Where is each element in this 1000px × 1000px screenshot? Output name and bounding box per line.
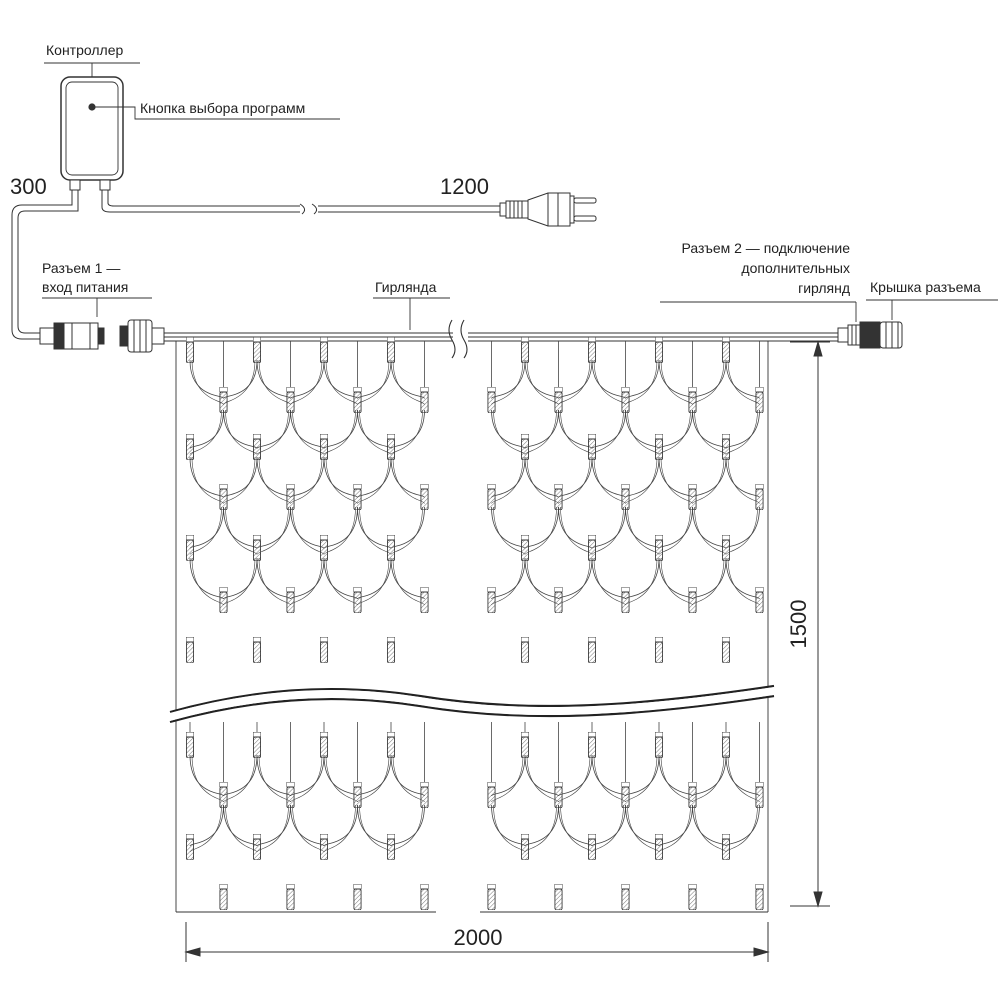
program-button-icon	[88, 103, 96, 111]
led-bulb-icon	[655, 732, 663, 758]
led-net-top	[186, 337, 764, 663]
led-bulb-icon	[521, 732, 529, 758]
led-bulb-icon	[219, 587, 228, 613]
power-cable	[101, 190, 500, 215]
led-bulb-icon	[387, 337, 395, 363]
connector2-label-line1: Разъем 2 — подключение	[681, 240, 850, 256]
led-bulb-icon	[253, 637, 261, 663]
led-bulb-icon	[621, 387, 630, 413]
led-bulb-icon	[420, 387, 429, 413]
led-bulb-icon	[655, 337, 663, 363]
led-bulb-icon	[521, 337, 529, 363]
led-bulb-icon	[186, 834, 194, 860]
led-bulb-icon	[487, 782, 496, 808]
led-bulb-icon	[186, 337, 194, 363]
led-bulb-icon	[487, 884, 496, 910]
led-bulb-icon	[286, 387, 295, 413]
led-net-bottom	[186, 722, 764, 910]
break-gap-fill	[170, 687, 774, 721]
led-bulb-icon	[722, 337, 730, 363]
leader-lines	[42, 62, 998, 330]
led-bulb-icon	[420, 884, 429, 910]
dimension-lines	[184, 340, 830, 962]
controller-label: Контроллер	[46, 42, 123, 58]
lead-cable	[11, 190, 79, 340]
led-bulb-icon	[588, 732, 596, 758]
height-dimension: 1500	[786, 600, 811, 649]
connector-cap-icon	[837, 321, 903, 349]
led-bulb-icon	[286, 782, 295, 808]
led-bulb-icon	[554, 782, 563, 808]
connector1-label-line2: вход питания	[42, 279, 128, 295]
connector2-label-line2: дополнительных	[741, 260, 850, 276]
led-bulb-icon	[688, 587, 697, 613]
led-bulb-icon	[621, 884, 630, 910]
led-bulb-icon	[588, 337, 596, 363]
connector2-label-line3: гирлянд	[798, 280, 850, 296]
led-bulb-icon	[588, 637, 596, 663]
led-bulb-icon	[320, 637, 328, 663]
led-bulb-icon	[554, 587, 563, 613]
led-bulb-icon	[387, 732, 395, 758]
led-bulb-icon	[320, 834, 328, 860]
led-bulb-icon	[186, 732, 194, 758]
garland-label: Гирлянда	[375, 279, 437, 295]
led-bulb-icon	[621, 782, 630, 808]
led-bulb-icon	[219, 387, 228, 413]
connector-icon	[39, 319, 165, 353]
led-bulb-icon	[621, 587, 630, 613]
led-bulb-icon	[219, 884, 228, 910]
led-bulb-icon	[320, 337, 328, 363]
led-bulb-icon	[521, 834, 529, 860]
led-bulb-icon	[722, 732, 730, 758]
led-bulb-icon	[755, 484, 764, 510]
led-bulb-icon	[521, 637, 529, 663]
power-plug-icon	[499, 192, 597, 227]
led-bulb-icon	[219, 782, 228, 808]
led-bulb-icon	[688, 782, 697, 808]
lead-cable-dimension: 300	[10, 174, 47, 199]
led-bulb-icon	[722, 637, 730, 663]
led-bulb-icon	[688, 387, 697, 413]
led-bulb-icon	[755, 782, 764, 808]
led-bulb-icon	[755, 587, 764, 613]
led-bulb-icon	[353, 387, 362, 413]
led-bulb-icon	[655, 834, 663, 860]
led-bulb-icon	[353, 782, 362, 808]
led-bulb-icon	[253, 834, 261, 860]
led-bulb-icon	[420, 484, 429, 510]
led-bulb-icon	[353, 587, 362, 613]
led-bulb-icon	[655, 637, 663, 663]
connector-cap-label: Крышка разъема	[870, 279, 981, 295]
break-marks	[169, 684, 775, 724]
led-bulb-icon	[588, 834, 596, 860]
led-bulb-icon	[253, 337, 261, 363]
led-bulb-icon	[755, 884, 764, 910]
led-bulb-icon	[420, 587, 429, 613]
led-bulb-icon	[420, 782, 429, 808]
led-bulb-icon	[722, 834, 730, 860]
led-bulb-icon	[688, 884, 697, 910]
garland-main-wire	[164, 319, 838, 913]
led-bulb-icon	[286, 884, 295, 910]
power-cable-dimension: 1200	[440, 174, 489, 199]
width-dimension: 2000	[454, 925, 503, 950]
led-bulb-icon	[353, 884, 362, 910]
led-bulb-icon	[387, 834, 395, 860]
led-bulb-icon	[320, 732, 328, 758]
led-bulb-icon	[487, 387, 496, 413]
led-bulb-icon	[387, 637, 395, 663]
led-bulb-icon	[286, 587, 295, 613]
led-bulb-icon	[487, 587, 496, 613]
led-bulb-icon	[755, 387, 764, 413]
led-bulb-icon	[253, 732, 261, 758]
controller-box-icon	[60, 76, 124, 191]
connector1-label-line1: Разъем 1 —	[42, 260, 120, 276]
program-button-label: Кнопка выбора программ	[140, 100, 305, 116]
led-bulb-icon	[554, 387, 563, 413]
led-bulb-icon	[554, 884, 563, 910]
led-bulb-icon	[186, 637, 194, 663]
